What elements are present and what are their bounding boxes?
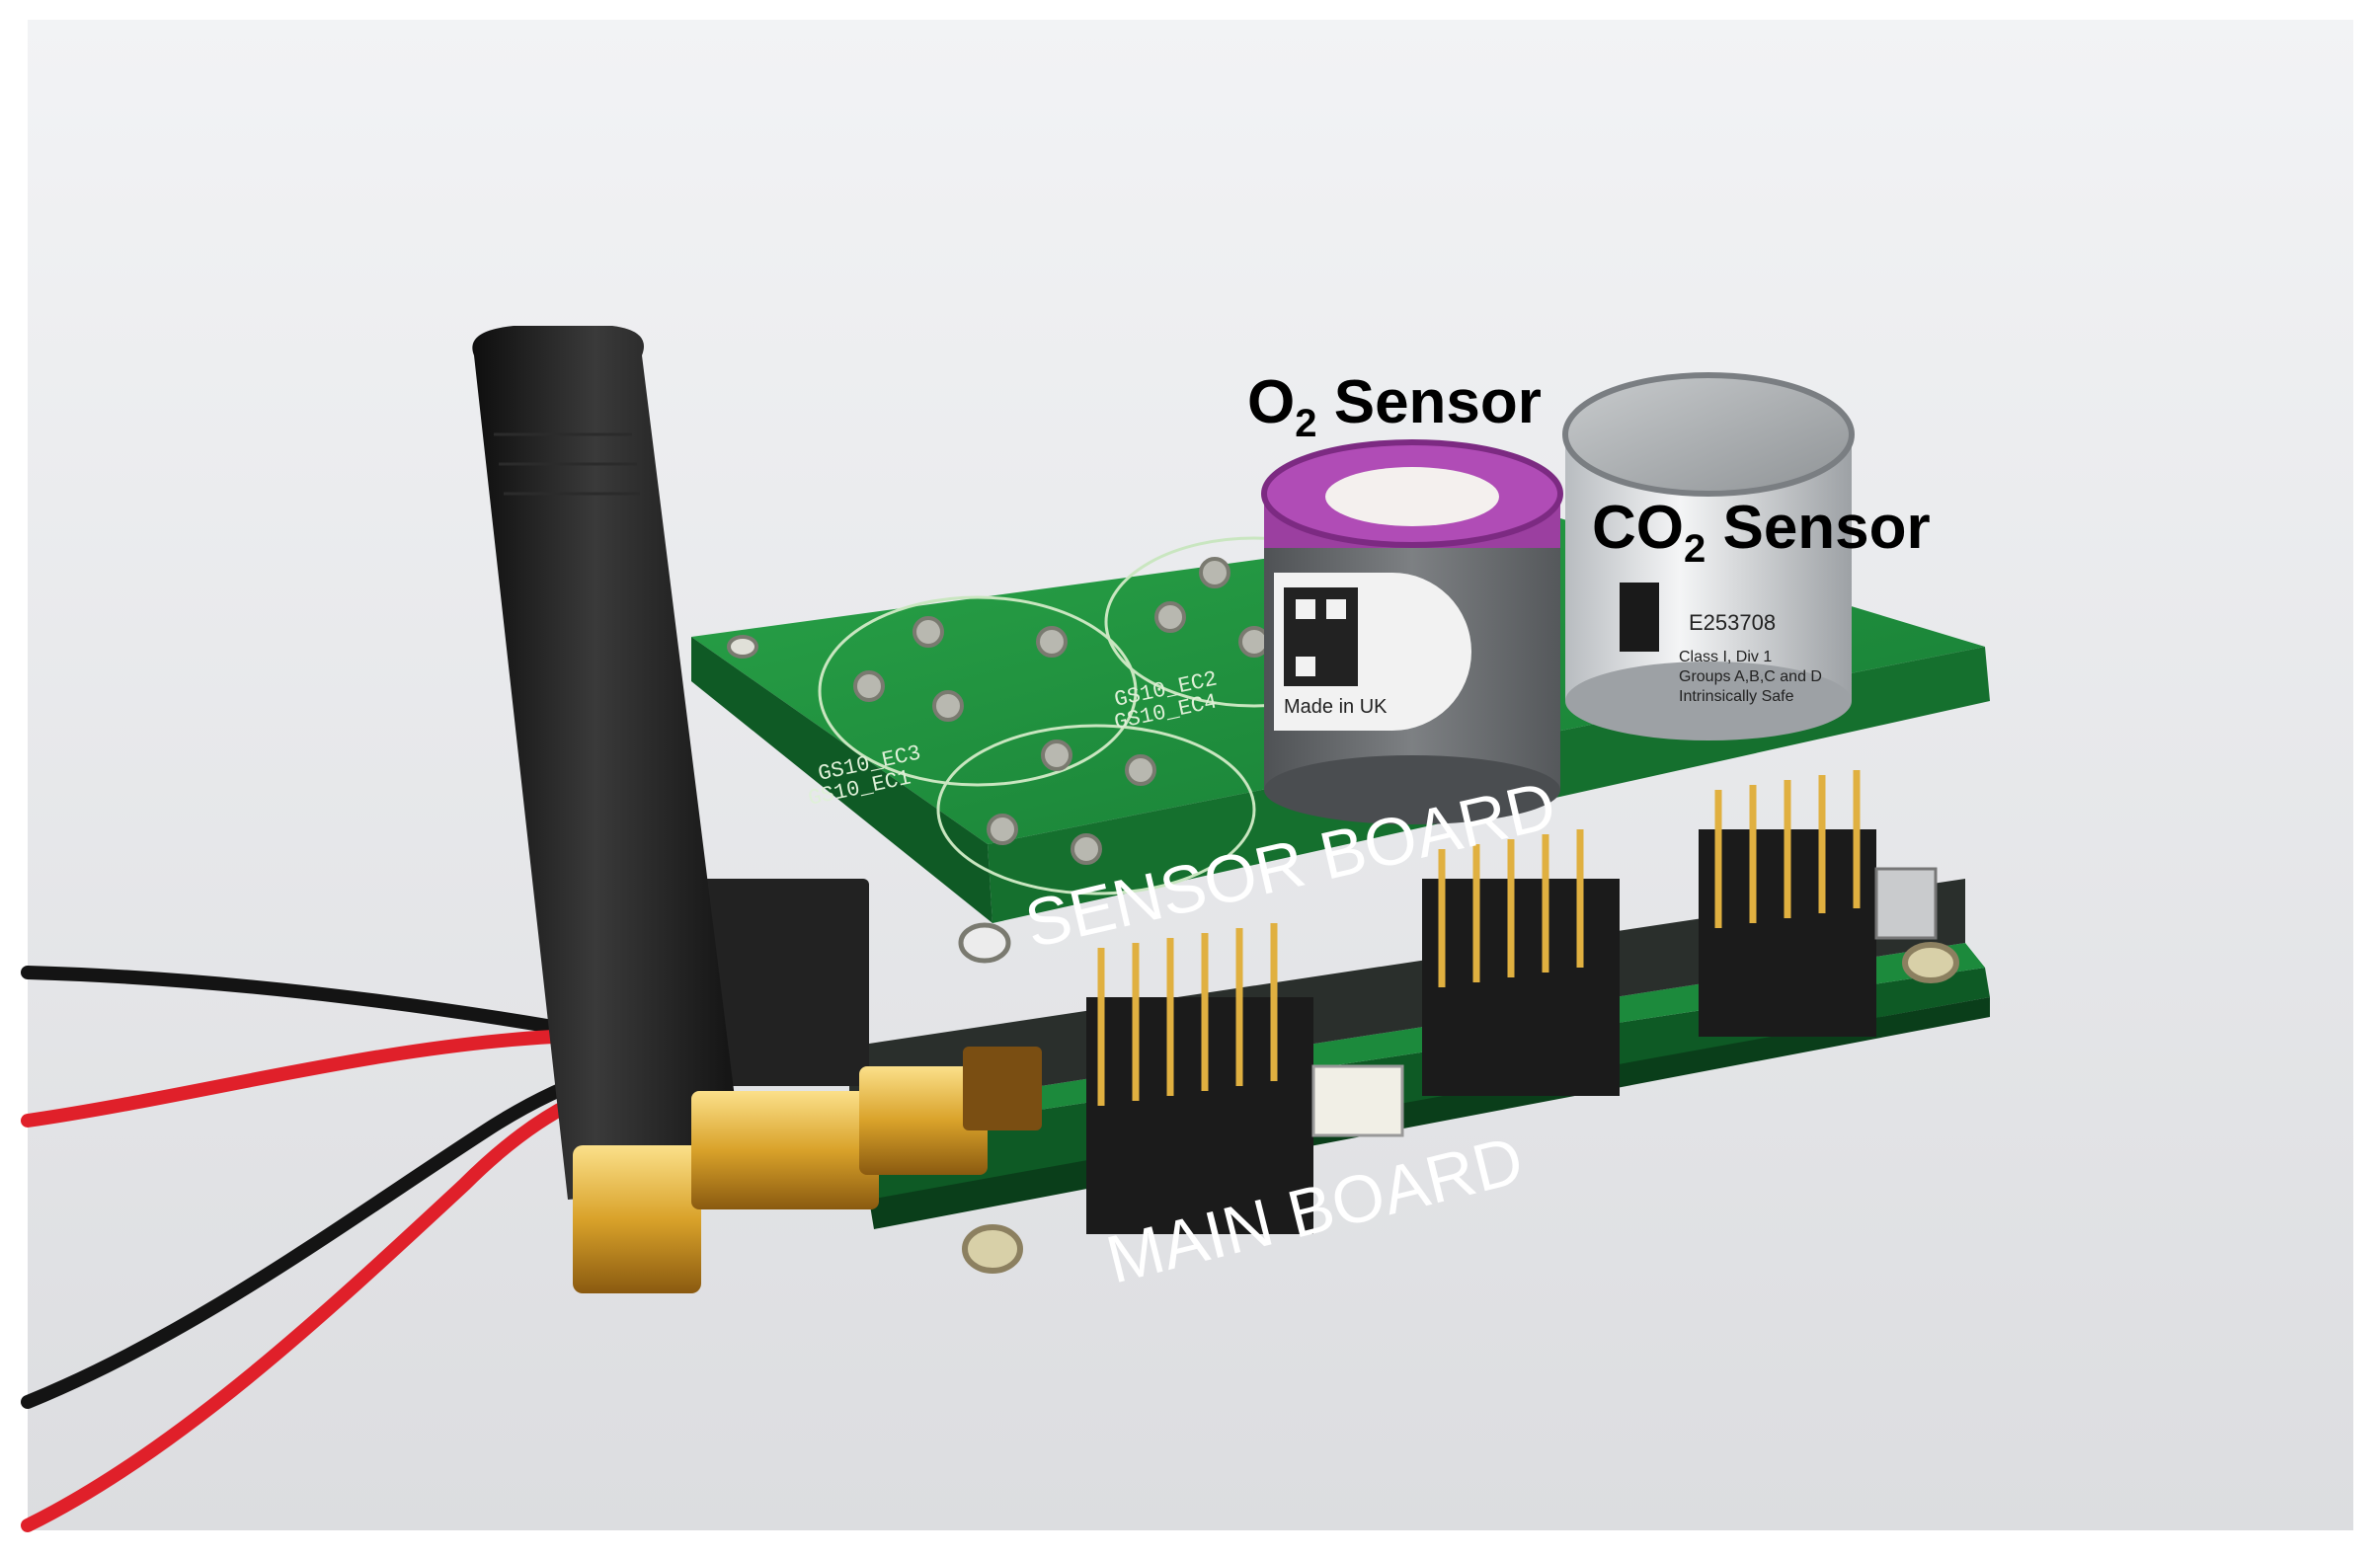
mount-hole-sensor-left [727,635,758,659]
usb-port [1874,867,1938,940]
pin-headers [1086,770,1876,1234]
o2-callout-sub: 2 [1295,402,1316,445]
co2-callout-suffix: Sensor [1706,494,1930,562]
o2-callout-suffix: Sensor [1316,368,1541,436]
battery-connector [681,879,869,1086]
sensor-socket-ec3 [818,595,1138,787]
antenna [472,326,746,1200]
o2-sensor: Made in UK [1261,439,1563,824]
co2-sensor-callout: CO2 Sensor [1592,494,1931,571]
sensor-socket-ec1 [936,724,1256,895]
o2-sensor-callout: O2 Sensor [1247,368,1542,445]
co2-sensor: E253708 Class I, Div 1 Groups A,B,C and … [1562,372,1855,740]
co2-sensor-groups: Groups A,B,C and D [1679,668,1822,685]
mount-hole-main-right [1902,942,1959,983]
o2-sensor-membrane [1325,467,1499,526]
co2-callout-sub: 2 [1684,527,1706,571]
co2-sensor-mesh [1562,372,1855,497]
mount-hole-sensor-front [958,922,1011,964]
o2-callout-prefix: O [1247,368,1295,436]
co2-sensor-safe: Intrinsically Safe [1679,688,1794,705]
jst-connector [1311,1064,1404,1137]
co2-sensor-class: Class I, Div 1 [1679,649,1772,665]
qr-code [1284,587,1358,686]
mount-hole-main [962,1224,1023,1274]
o2-sensor-origin: Made in UK [1284,696,1388,718]
co2-callout-prefix: CO [1592,494,1684,562]
sma-connector [573,1047,1042,1293]
co2-sensor-serial: E253708 [1689,610,1776,635]
